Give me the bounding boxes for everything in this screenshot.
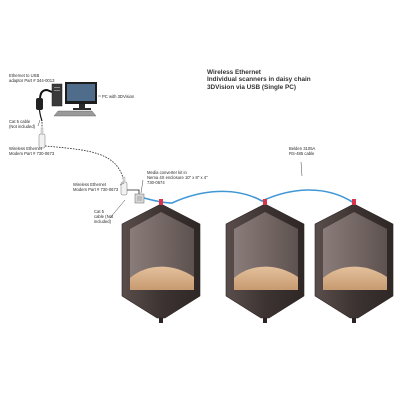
scanner-icon (263, 199, 267, 205)
grain-pile (323, 266, 387, 290)
silo-outlet (159, 318, 163, 323)
title-line-2: Individual scanners in daisy chain (207, 76, 311, 84)
label-pc: PC with 3DVision (102, 94, 135, 99)
cat5-cable-bottom (127, 189, 140, 194)
grain-pile (234, 266, 298, 290)
title-line-3: 3DVision via USB (Single PC) (207, 83, 297, 91)
usb-adapter-icon (36, 88, 53, 122)
silo-outlet (263, 318, 267, 323)
rs485-cable (143, 189, 355, 204)
media-converter-box-icon (134, 193, 145, 204)
silo-2 (225, 199, 305, 323)
label-belden-cable: Belden 3105A RS-485 cable (289, 146, 316, 156)
label-cable-top: Cat 5 cable (Not included) (9, 119, 36, 129)
label-cable-bottom: Cat 5 cable (Not included) (94, 209, 114, 224)
wireless-modem-bottom-icon (120, 176, 128, 196)
label-usb-adapter: Ethernet to USB adaptor Part # 344-0013 (9, 73, 55, 83)
silo-3 (314, 199, 394, 323)
scanner-icon (159, 199, 163, 205)
title-line-1: Wireless Ethernet (207, 69, 261, 76)
label-modem-bottom: Wireless Ethernet Modem Part # 730-0673 (73, 182, 119, 192)
wireless-modem-top-icon (38, 127, 46, 149)
label-modem-top: Wireless Ethernet Modem Part # 730-0673 (9, 146, 55, 156)
silo-1 (121, 199, 201, 323)
scanner-icon (352, 199, 356, 205)
wireless-link (44, 145, 125, 183)
silo-outlet (352, 318, 356, 323)
diagram-title: Wireless Ethernet Individual scanners in… (207, 69, 311, 91)
label-media-converter: Media converter kit in Nema 4X enclosure… (147, 170, 208, 185)
leader-lines (37, 95, 303, 219)
desktop-computer-icon (51, 82, 97, 117)
grain-pile (130, 266, 194, 290)
